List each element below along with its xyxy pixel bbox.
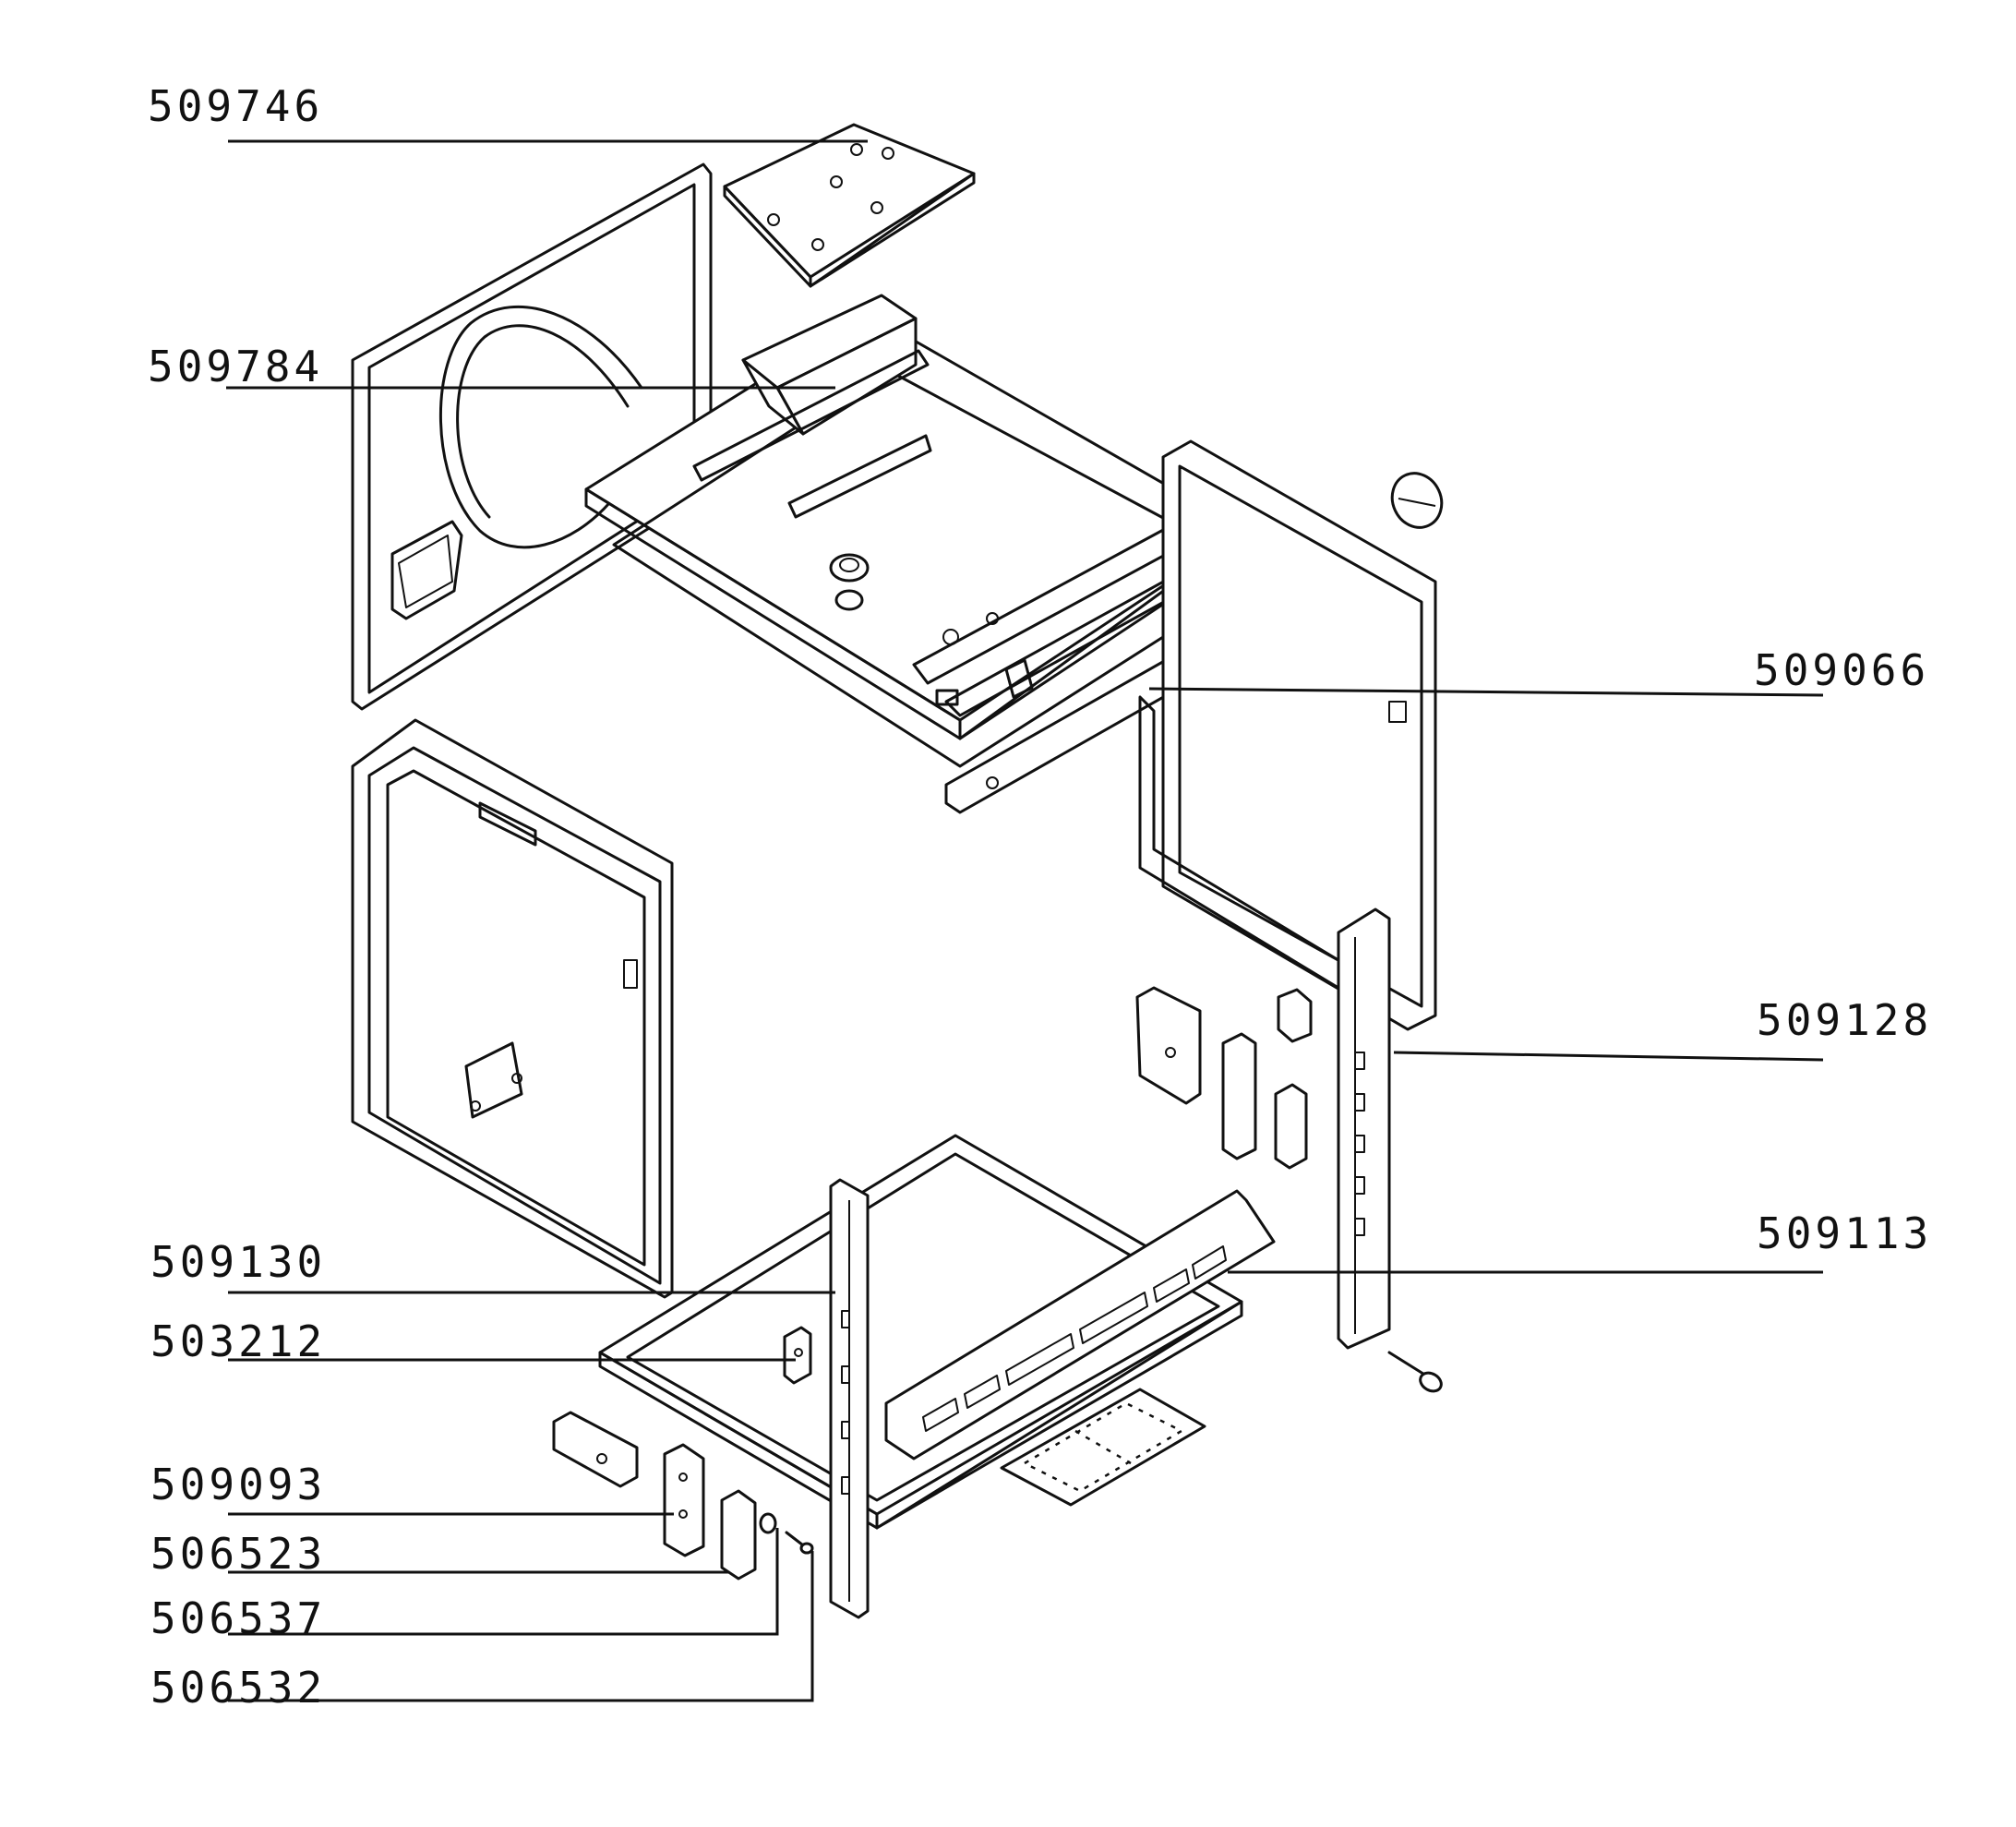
part-label-509093: 509093 bbox=[150, 1460, 327, 1509]
part-label-506537: 506537 bbox=[150, 1593, 327, 1643]
part-label-506532: 506532 bbox=[150, 1663, 327, 1713]
leader-lines bbox=[226, 139, 1824, 1702]
left-hardware-cluster bbox=[552, 1326, 814, 1581]
left-vertical-rail bbox=[829, 1178, 870, 1619]
part-label-509128: 509128 bbox=[1757, 995, 1933, 1045]
part-label-503212: 503212 bbox=[150, 1316, 327, 1366]
part-label-506523: 506523 bbox=[150, 1529, 327, 1579]
left-side-panel bbox=[351, 718, 674, 1299]
bottom-tray bbox=[598, 1134, 1276, 1530]
screw-left bbox=[785, 1531, 814, 1555]
back-panel bbox=[351, 162, 713, 711]
right-hardware-cluster bbox=[1135, 986, 1443, 1393]
screw-right bbox=[1387, 1351, 1443, 1393]
part-label-509746: 509746 bbox=[148, 81, 324, 131]
right-side-panel bbox=[1138, 439, 1444, 1031]
part-label-509113: 509113 bbox=[1757, 1208, 1933, 1258]
part-label-509130: 509130 bbox=[150, 1237, 327, 1287]
part-label-509784: 509784 bbox=[148, 342, 324, 391]
top-plate bbox=[723, 123, 976, 288]
right-vertical-rail bbox=[1337, 907, 1391, 1350]
grille-slots bbox=[922, 1245, 1227, 1432]
part-label-509066: 509066 bbox=[1754, 645, 1930, 695]
